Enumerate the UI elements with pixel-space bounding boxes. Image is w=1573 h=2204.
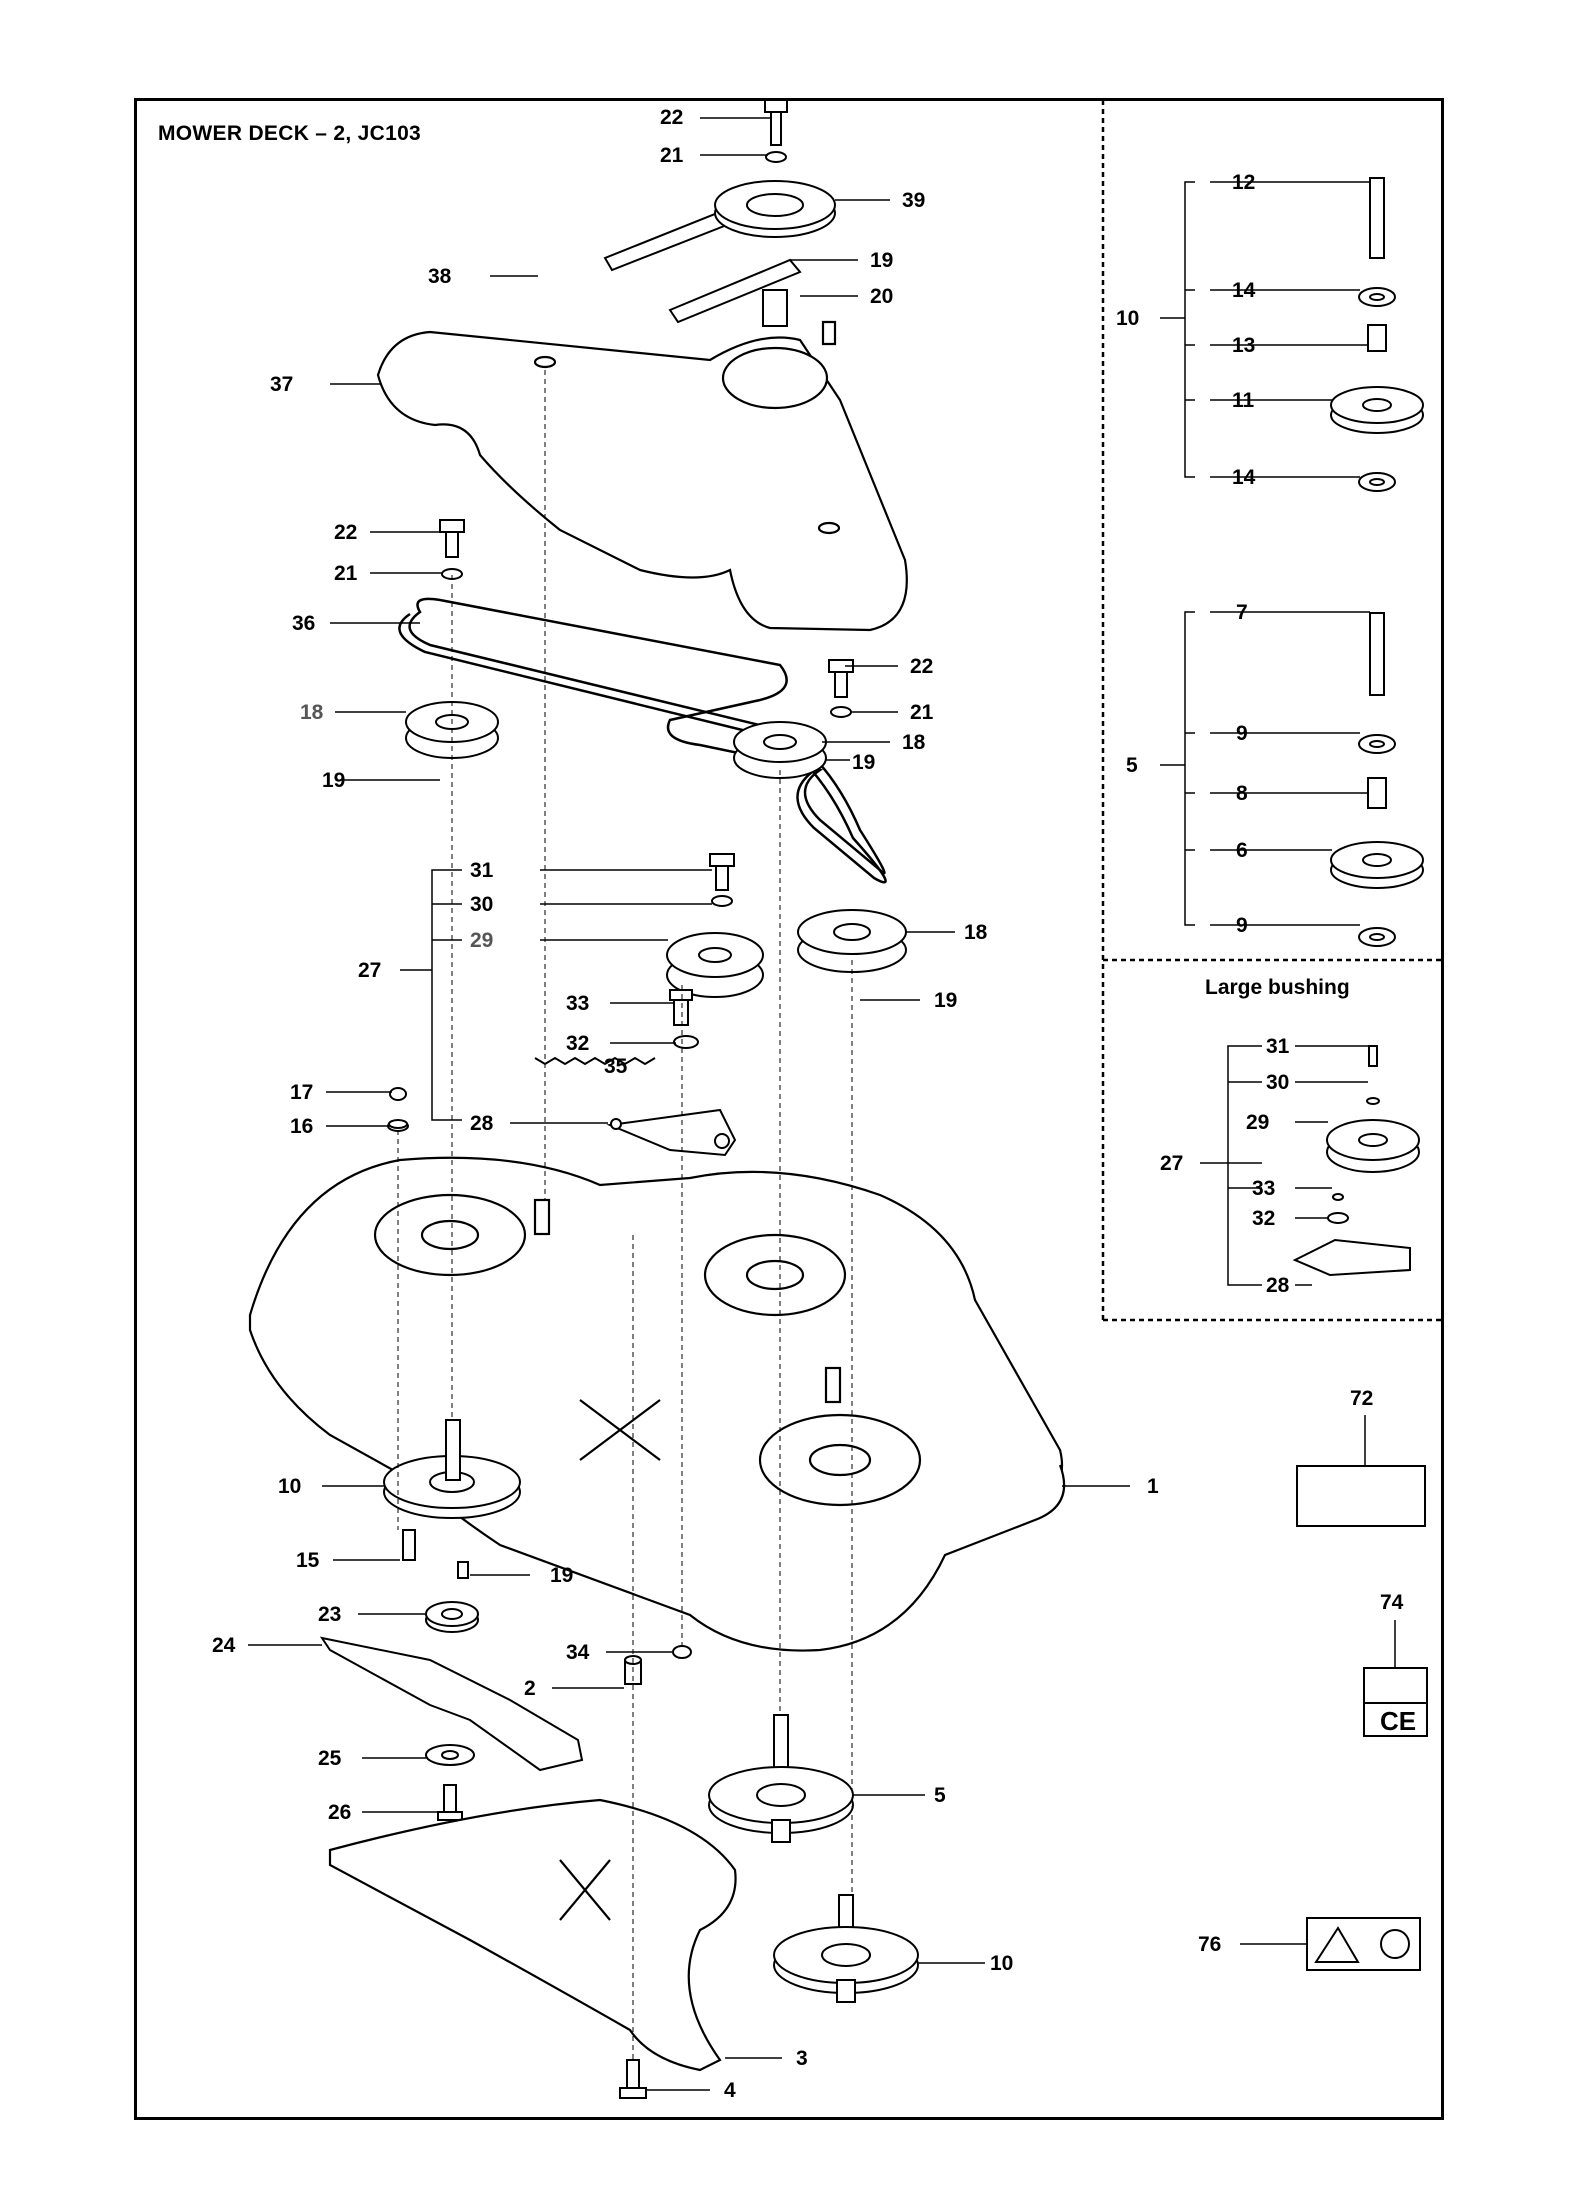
callout-22: 22: [334, 521, 358, 544]
callout-33: 33: [566, 992, 590, 1015]
callout-19: 19: [852, 751, 876, 774]
callout-25: 25: [318, 1747, 342, 1770]
inset-spindle-5: [1330, 612, 1424, 947]
assembly-centerlines: [397, 370, 853, 2060]
callout-28: 28: [470, 1112, 494, 1135]
callout-29: 29: [1246, 1111, 1270, 1134]
callout-32: 32: [566, 1032, 590, 1055]
decals: [1296, 1465, 1428, 1971]
callout-31: 31: [470, 859, 494, 882]
callout-13: 13: [1232, 334, 1256, 357]
callout-16: 16: [290, 1115, 314, 1138]
callout-37: 37: [270, 373, 294, 396]
callout-32: 32: [1252, 1207, 1276, 1230]
callout-19: 19: [870, 249, 894, 272]
callout-10: 10: [990, 1952, 1014, 1975]
inset-large-bushing: [1292, 1045, 1420, 1277]
callout-31: 31: [1266, 1035, 1290, 1058]
callout-76: 76: [1198, 1933, 1222, 1956]
callout-8: 8: [1236, 782, 1248, 805]
callout-19: 19: [322, 769, 346, 792]
callout-18: 18: [964, 921, 988, 944]
callout-22: 22: [910, 655, 934, 678]
callout-18: 18: [902, 731, 926, 754]
callout-34: 34: [566, 1641, 590, 1664]
callout-11: 11: [1232, 389, 1255, 412]
belt-cover: [376, 320, 908, 632]
callout-30: 30: [1266, 1071, 1290, 1094]
callout-27: 27: [1160, 1152, 1184, 1175]
ce-mark: CE: [1380, 1706, 1417, 1736]
diagram-frame: [134, 98, 1444, 2120]
callout-5: 5: [934, 1784, 946, 1807]
callout-28: 28: [1266, 1274, 1290, 1297]
callout-14: 14: [1232, 466, 1256, 489]
callout-7: 7: [1236, 601, 1248, 624]
callout-24: 24: [212, 1634, 236, 1657]
callout-39: 39: [902, 189, 926, 212]
callout-27: 27: [358, 959, 382, 982]
callout-26: 26: [328, 1801, 352, 1824]
callout-23: 23: [318, 1603, 342, 1626]
right-spindles: [708, 1714, 919, 2003]
callout-74: 74: [1380, 1591, 1404, 1614]
callout-10: 10: [278, 1475, 302, 1498]
callout-29: 29: [470, 929, 494, 952]
callout-6: 6: [1236, 839, 1248, 862]
inset-spindle-10: [1330, 177, 1424, 492]
callout-14: 14: [1232, 279, 1256, 302]
callout-22: 22: [660, 106, 684, 129]
callout-5: 5: [1126, 754, 1138, 777]
callout-36: 36: [292, 612, 316, 635]
callout-21: 21: [660, 144, 684, 167]
callout-10: 10: [1116, 307, 1140, 330]
callout-72: 72: [1350, 1387, 1374, 1410]
callout-21: 21: [334, 562, 358, 585]
callout-12: 12: [1232, 171, 1256, 194]
top-pulley: [603, 99, 836, 327]
diagram-title: MOWER DECK – 2, JC103: [158, 122, 422, 145]
left-spindle-assembly: [319, 1419, 584, 1821]
group-brackets: [400, 181, 1262, 1286]
callout-17: 17: [290, 1081, 314, 1104]
callout-21: 21: [910, 701, 934, 724]
large-bushing-title: Large bushing: [1205, 976, 1350, 999]
callout-20: 20: [870, 285, 894, 308]
mower-deck: [248, 1156, 1066, 1652]
callout-33: 33: [1252, 1177, 1276, 1200]
callout-1: 1: [1147, 1475, 1159, 1498]
leader-lines: [248, 117, 1396, 2091]
callout-38: 38: [428, 265, 452, 288]
callout-3: 3: [796, 2047, 808, 2070]
callout-15: 15: [296, 1549, 320, 1572]
callout-30: 30: [470, 893, 494, 916]
idler-arm: [387, 1056, 737, 1157]
callout-19: 19: [550, 1564, 574, 1587]
inset-borders: [1101, 100, 1442, 1322]
callout-9: 9: [1236, 914, 1248, 937]
callout-2: 2: [524, 1677, 536, 1700]
callout-18: 18: [300, 701, 324, 724]
blade-guard: [328, 1798, 737, 2072]
callout-19: 19: [934, 989, 958, 1012]
callout-4: 4: [724, 2079, 736, 2102]
callout-35: 35: [604, 1055, 628, 1078]
callout-9: 9: [1236, 722, 1248, 745]
